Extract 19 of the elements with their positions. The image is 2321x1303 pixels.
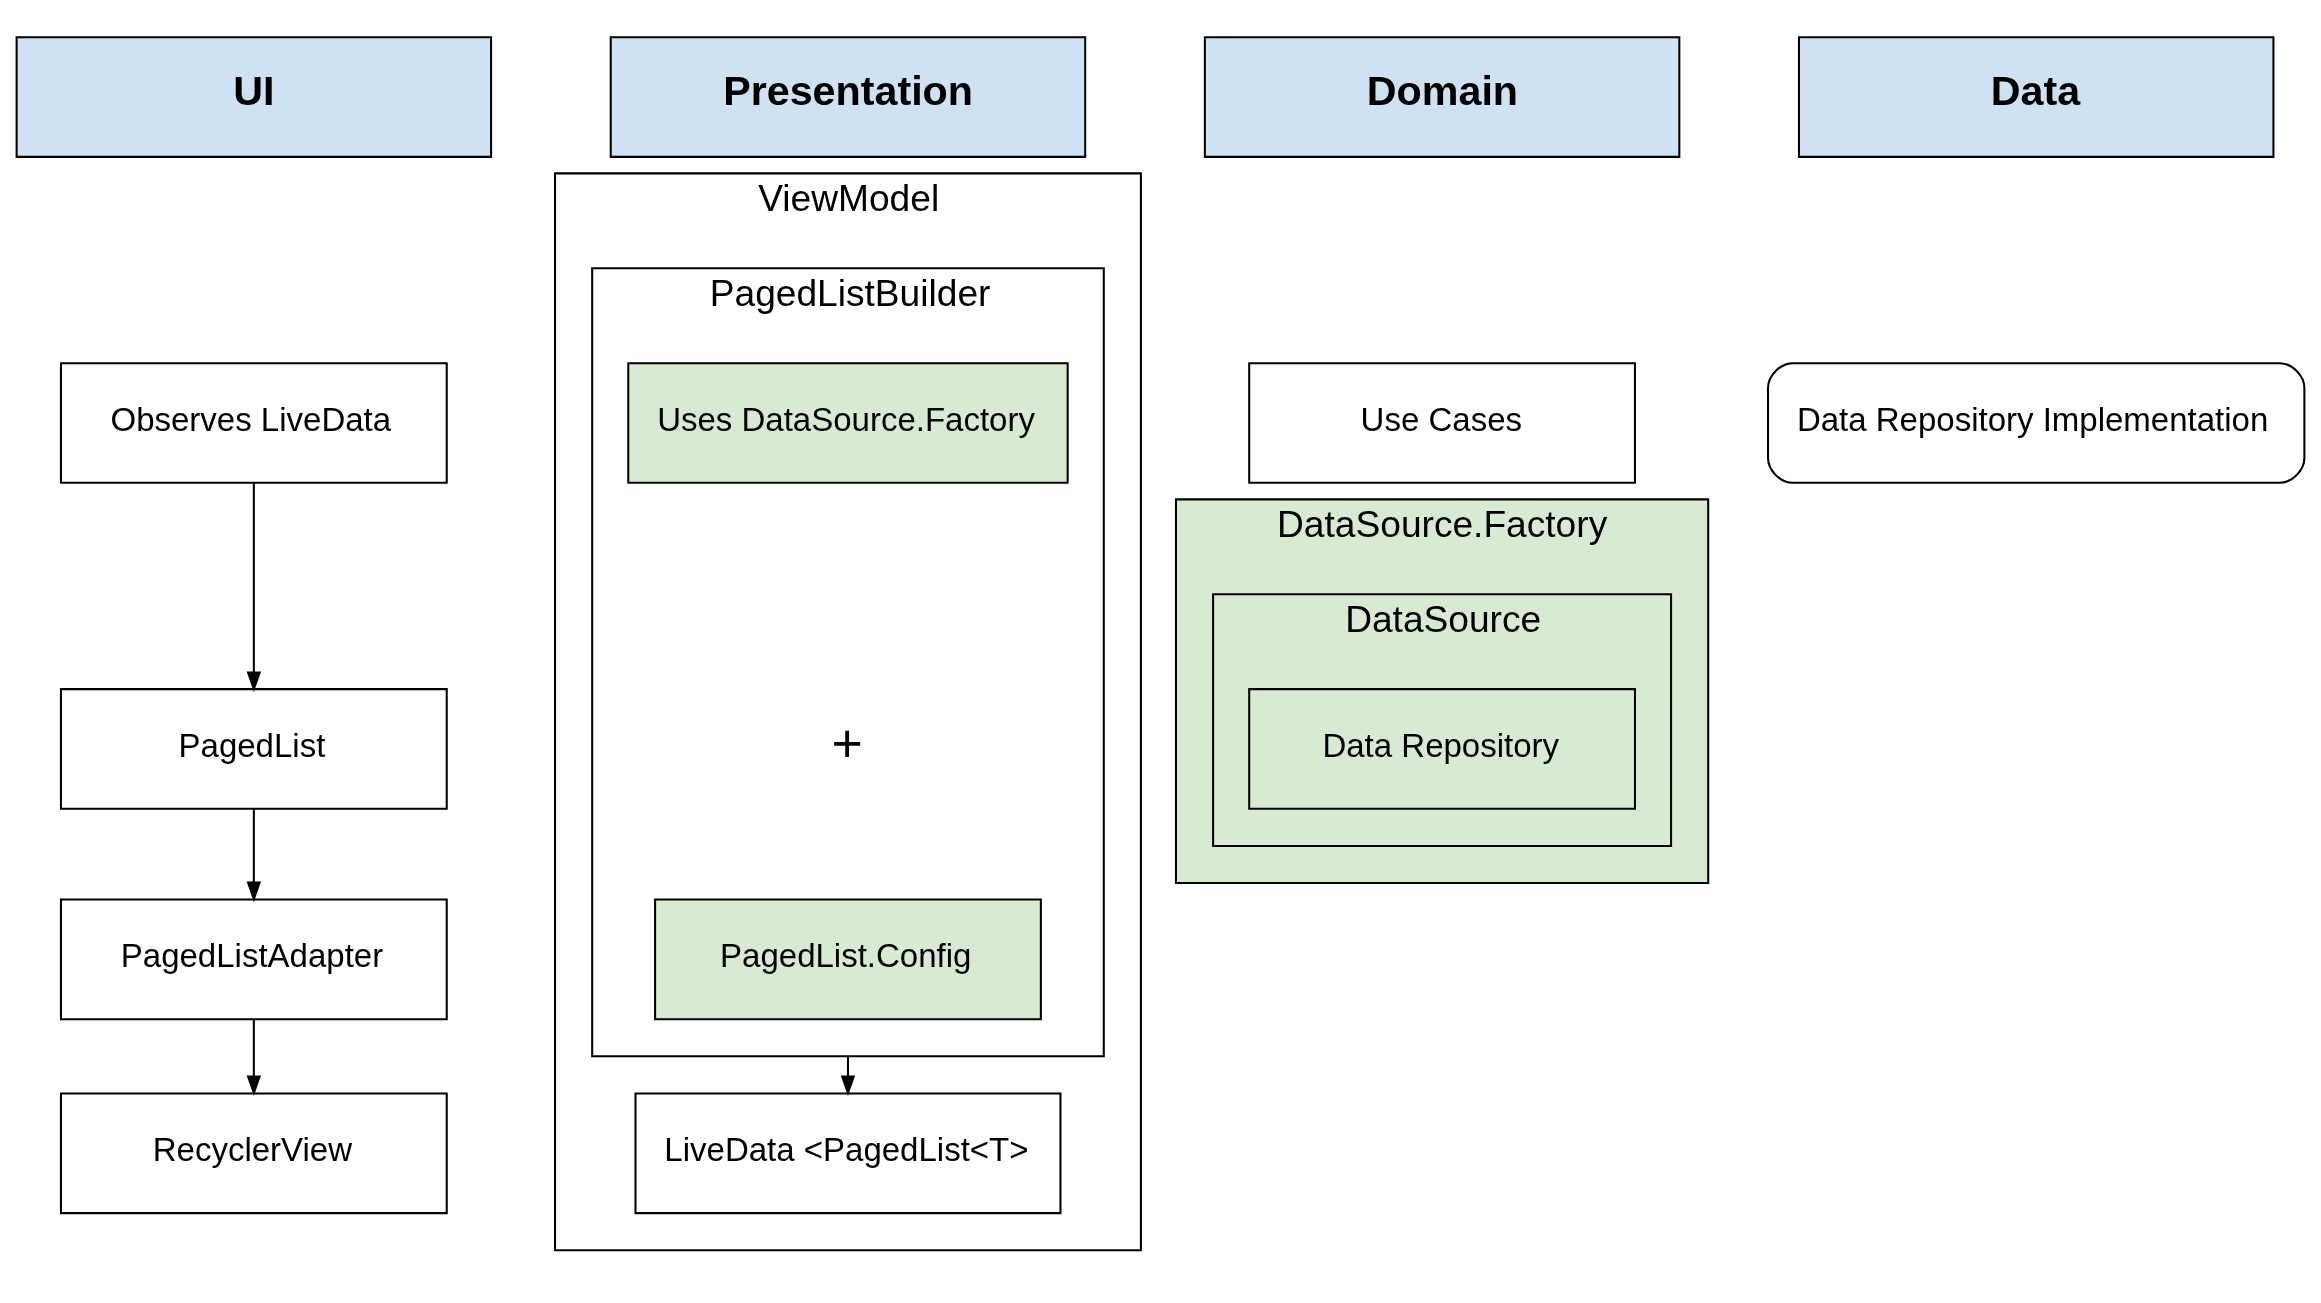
node-box: PagedList xyxy=(59,687,448,810)
node-box: LiveData <PagedList<T> xyxy=(634,1091,1062,1214)
arrow xyxy=(246,482,262,692)
arrow xyxy=(246,1018,262,1096)
node-box: PagedList.Config xyxy=(654,898,1042,1020)
node-box: Domain xyxy=(1203,35,1681,158)
node-box: RecyclerView xyxy=(59,1091,448,1214)
node-box: Data Repository xyxy=(1248,687,1636,810)
node-box: Data Repository Implementation xyxy=(1767,361,2306,484)
node-box: UI xyxy=(15,35,493,158)
label: + xyxy=(831,712,863,773)
arrow xyxy=(246,808,262,902)
node-box: PagedListAdapter xyxy=(59,898,448,1020)
arrow xyxy=(840,1055,856,1096)
node-box: Data xyxy=(1797,35,2275,158)
node-box: Use Cases xyxy=(1248,361,1636,484)
node-box: Observes LiveData xyxy=(59,361,448,484)
node-box: Presentation xyxy=(609,35,1087,158)
node-box: Uses DataSource.Factory xyxy=(627,361,1069,484)
